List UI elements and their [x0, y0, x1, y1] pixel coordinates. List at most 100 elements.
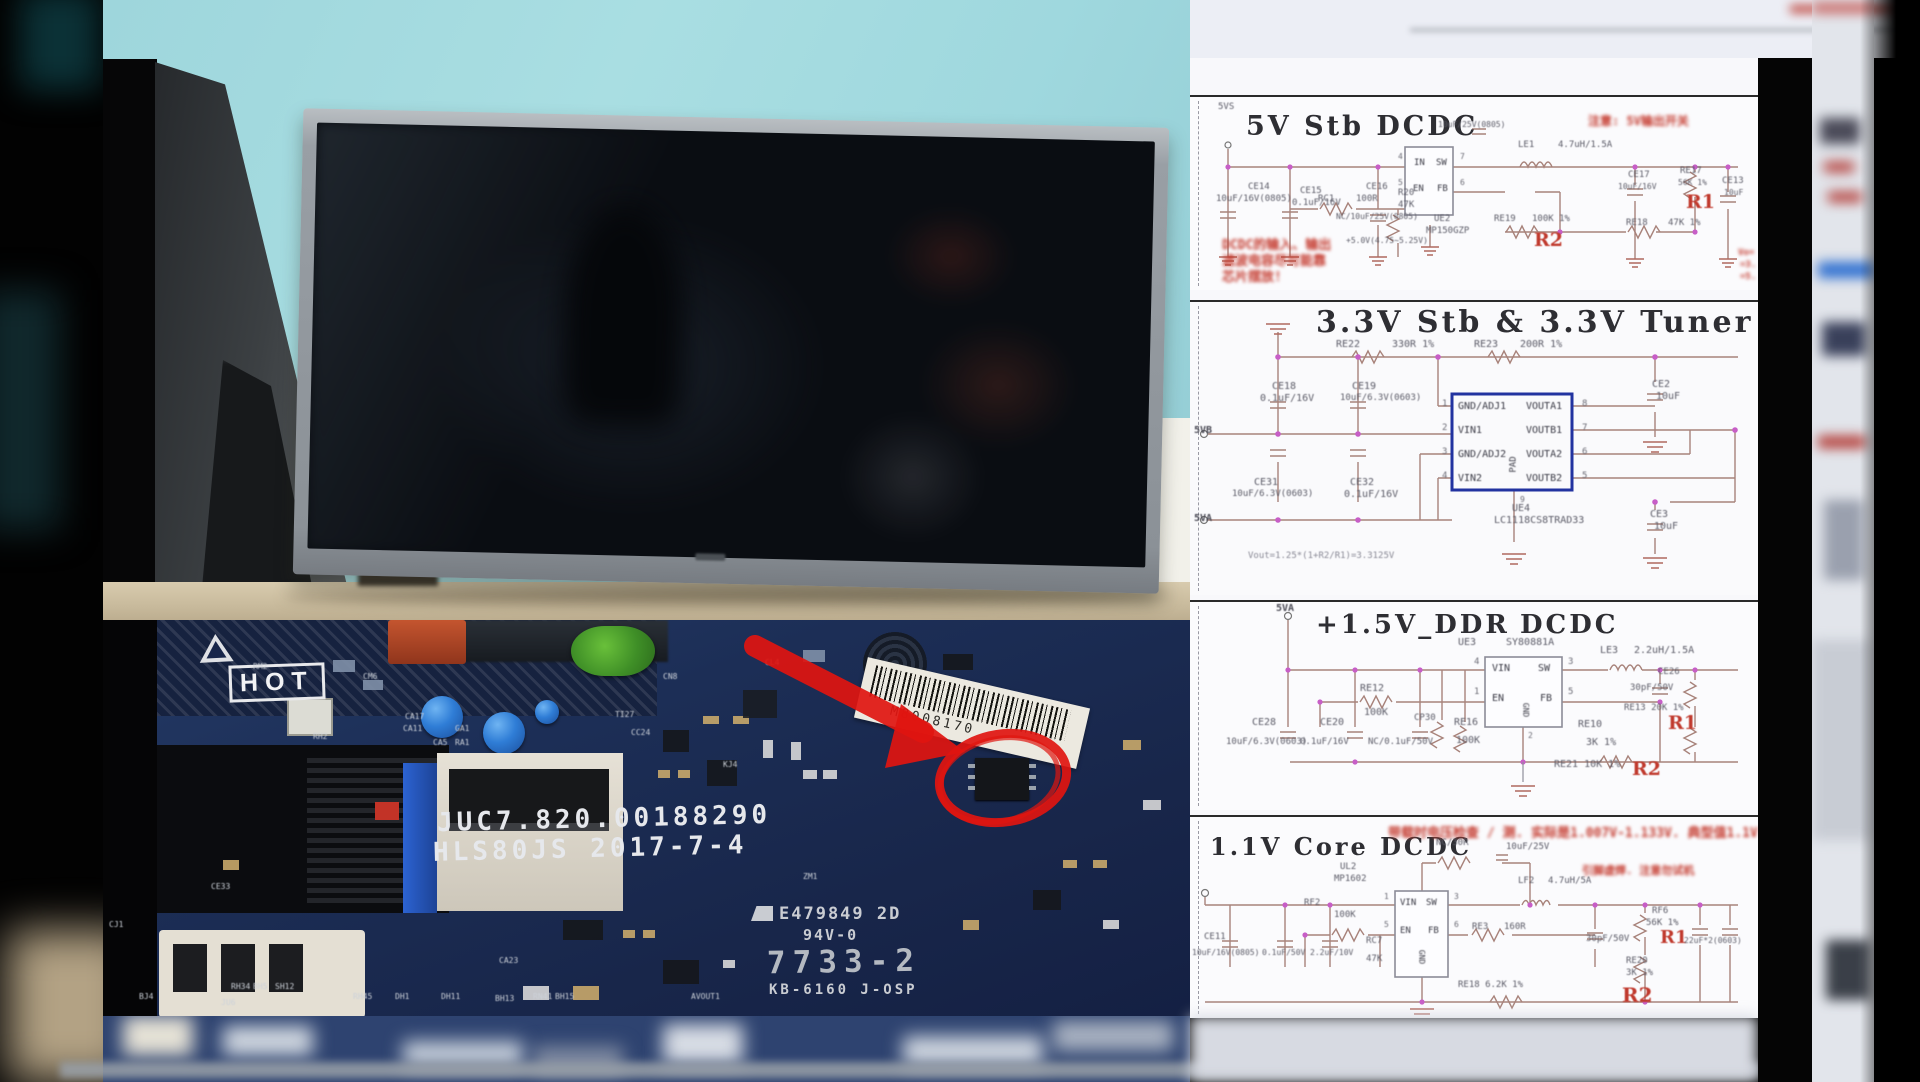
schematic-label: 5	[1398, 178, 1403, 187]
schematic-label: 0.1uF/16V	[1300, 737, 1349, 747]
refdes-label: DH11	[441, 992, 461, 1001]
ul-logo	[751, 906, 773, 921]
schematic-label: 10uF/16V	[1618, 182, 1657, 191]
electrolytic-cap	[535, 700, 559, 724]
smd-pad	[791, 742, 801, 760]
schematic-label: VIN	[1400, 898, 1417, 908]
schematic-label: CP30	[1414, 713, 1436, 723]
schematic-label: 5	[1384, 920, 1389, 929]
refdes-label: RH34	[231, 982, 251, 991]
schematic-panel-3v3-ldo: 3.3V Stb & 3.3V Tuner LDORE22330R 1%RE23…	[1190, 300, 1758, 595]
schematic-label: 7	[1460, 152, 1465, 161]
mainboard-photo: HOT JUC7.820.00188290 HLS80JS 2017-7-4 M…	[103, 620, 1190, 1018]
smd-pad	[1033, 890, 1061, 910]
schematic-label: RE3	[1472, 922, 1489, 932]
schematic-label: VOUTB1	[1526, 425, 1563, 436]
tv-brand-logo	[695, 553, 726, 561]
refdes-label: CA11	[403, 724, 423, 733]
smd-pad	[703, 716, 719, 724]
schematic-title: DCDC	[1520, 610, 1619, 640]
schematic-label: NC/30R	[1436, 838, 1469, 848]
smd-pad	[707, 760, 737, 786]
schematic-label: RE18	[1626, 218, 1648, 228]
schematic-label: UE3	[1458, 637, 1477, 648]
schematic-label: FB	[1540, 693, 1553, 704]
schematic-label: CE15	[1300, 186, 1322, 196]
schematic-label: RE20	[1626, 956, 1648, 966]
refdes-label: RA1	[455, 738, 470, 747]
refdes-label: RH2	[313, 732, 328, 741]
schematic-label: 22uF*2(0603)	[1684, 936, 1742, 945]
schematic-label: R2	[1622, 983, 1653, 1007]
blur-blob	[0, 290, 60, 530]
refdes-label: RM2	[253, 662, 268, 671]
schematic-label: 330R 1%	[1392, 339, 1435, 350]
schematic-label: Vout=1.25*(1+R2/R1)=3.3125V	[1248, 551, 1395, 561]
schematic-label: 带载时电压检查 / 测. 实际是1.007V-1.133V. 典型值1.1V	[1388, 826, 1758, 841]
schematic-label: 2.2uF/10V	[1310, 948, 1354, 957]
schematic-label: LE1	[1518, 140, 1535, 150]
schematic-label: 滤波电容尽可能靠	[1222, 254, 1327, 269]
refdes-label: DH1	[395, 992, 410, 1001]
schematic-label: SW	[1436, 158, 1447, 168]
smd-pad	[663, 960, 699, 984]
right-black-bar	[1758, 58, 1812, 1082]
schematic-label: 10uF/16V(0805)	[1192, 948, 1260, 957]
schematic-label: FB	[1437, 184, 1448, 194]
schematic-label: 8	[1582, 399, 1588, 409]
schematic-label: CE17	[1628, 170, 1650, 180]
smd-pad	[823, 770, 837, 779]
schematic-label: RC7	[1366, 936, 1383, 946]
smd-pad	[963, 920, 979, 930]
schematic-label: CE28	[1252, 717, 1277, 728]
tv-shadow	[283, 588, 1173, 604]
schematic-label: GND	[1521, 702, 1531, 718]
refdes-label: JU6	[221, 998, 236, 1007]
blur-blob	[8, 930, 103, 1082]
schematic-label: 7	[1582, 423, 1588, 433]
schematic-label: 10uF/25V	[1506, 842, 1550, 852]
television	[292, 108, 1170, 594]
schematic-label: RC1	[1318, 194, 1335, 204]
schematic-label: +5.0V(4.75~5.25V)	[1346, 236, 1428, 245]
smd-pad	[523, 986, 549, 1000]
schematic-label: R1	[1668, 712, 1698, 734]
blur-line	[1410, 28, 1920, 32]
highlighted-ic-chip	[968, 758, 1036, 800]
schematic-label: 3K 1%	[1626, 968, 1654, 978]
schematic-label: RE13 20K 1%	[1624, 703, 1684, 713]
schematic-title: 5V Stb DCDC	[1246, 111, 1479, 142]
schematic-label: RE19	[1494, 214, 1516, 224]
schematic-label: UE2	[1434, 214, 1451, 224]
smd-components	[103, 620, 1190, 1018]
schematic-label: 4	[1398, 152, 1403, 161]
refdes-label: RN41	[533, 992, 553, 1001]
smd-pad	[1123, 740, 1141, 750]
schematic-label: 200R 1%	[1520, 339, 1563, 350]
schematic-label: =3.	[1740, 260, 1757, 270]
schematic-label: R2	[1534, 229, 1564, 251]
smd-pad	[573, 986, 599, 1000]
blue-ribbon	[403, 763, 437, 913]
schematic-title: 1.1V Core DCDC	[1210, 832, 1472, 861]
schematic-label: 引脚虚焊. 注意勿试机	[1582, 864, 1695, 877]
schematic-label: 6	[1454, 920, 1459, 929]
schematic-label: Vo=	[1738, 248, 1755, 258]
schematic-title: 3.3V Stb & 3.3V Tuner LDO	[1316, 305, 1758, 340]
smd-pad	[733, 716, 749, 724]
smd-pad	[663, 730, 689, 752]
schematic-label: CE19	[1352, 381, 1377, 392]
smd-pad	[743, 690, 777, 718]
schematic-label: 160R	[1504, 922, 1526, 932]
schematic-label: 1	[1474, 687, 1480, 697]
schematic-label: EN	[1400, 926, 1411, 936]
schematic-label: GND/ADJ2	[1458, 449, 1507, 460]
schematic-label: 10uF	[1656, 391, 1681, 402]
schematic-label: RE22	[1336, 339, 1361, 350]
schematic-label: 47K 1%	[1668, 218, 1701, 228]
schematic-label: R2	[1632, 758, 1662, 780]
schematic-label: VOUTA2	[1526, 449, 1563, 460]
schematic-label: VIN2	[1458, 473, 1483, 484]
schematic-label: CE18	[1272, 381, 1297, 392]
